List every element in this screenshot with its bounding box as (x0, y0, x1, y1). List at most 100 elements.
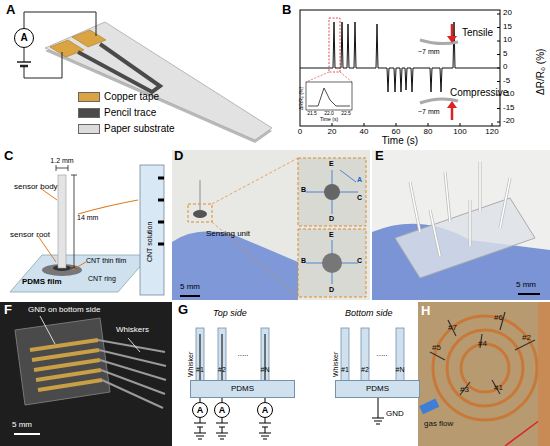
pencil-trace (78, 44, 160, 92)
photo-sensing-unit (180, 295, 200, 297)
photo-sensing-unit (172, 150, 370, 300)
whisker-bars (341, 328, 349, 381)
photo-gas-setup (418, 302, 550, 446)
sensor-schematic (140, 165, 164, 295)
paper-strip (45, 22, 272, 143)
pdms-substrate: PDMS (335, 380, 420, 398)
figure-label: Bottom side (345, 309, 393, 318)
bending-cartoon (451, 24, 454, 38)
paper-strip (45, 22, 272, 140)
figure-label: ~7 mm (418, 48, 440, 55)
photo-whisker-board (15, 318, 110, 405)
plot-axes (300, 10, 500, 126)
sensor-schematic (78, 200, 138, 214)
figure-label: A (6, 3, 15, 16)
ammeter-symbol: A (192, 402, 208, 418)
legend-swatch (78, 92, 100, 102)
figure-label: GND on bottom side (28, 306, 100, 314)
sensor-schematic (10, 165, 164, 295)
figure-label: Whiskers (116, 326, 149, 334)
figure-label: E (329, 160, 334, 167)
figure-label: 14 mm (77, 214, 98, 221)
figure-label: 21.5 (307, 111, 317, 116)
signal-trace (300, 18, 500, 92)
figure-label: C (357, 257, 362, 264)
photo-sensing-unit (298, 158, 366, 226)
legend-text: Copper tape (104, 92, 159, 102)
photo-sensing-unit (199, 180, 201, 212)
figure-label: #N (396, 366, 405, 373)
figure-label: CNT ring (88, 275, 116, 282)
circuit-wire (372, 398, 384, 424)
signal-trace (340, 72, 352, 82)
figure-label: E (375, 149, 384, 162)
figure-label: Time (s) (320, 117, 338, 122)
circuit-wire (216, 418, 228, 439)
circuit-wire (194, 418, 206, 439)
figure-label: 10 (503, 36, 512, 44)
figure-label: #3 (460, 386, 469, 394)
figure-label: 22.0 (324, 111, 334, 116)
figure-label: Whisker (187, 352, 194, 377)
photo-gas-setup (433, 316, 537, 420)
figure-label: -20 (503, 117, 515, 125)
figure-label: -5 (503, 77, 510, 85)
figure-label: #2 (361, 366, 369, 373)
photo-array (410, 162, 510, 256)
whisker-bars (361, 328, 369, 381)
bending-cartoon (447, 101, 457, 108)
ammeter-symbol: A (214, 402, 230, 418)
figure-label: gas flow (424, 420, 453, 428)
photo-whisker-board (14, 433, 40, 435)
photo-sensing-unit (212, 158, 298, 204)
figure-label: ..... (237, 350, 248, 358)
bending-cartoon (420, 24, 458, 120)
sensor-schematic (58, 175, 66, 268)
legend-text: Pencil trace (104, 108, 156, 118)
figure-label: 1.2 mm (50, 157, 73, 164)
figure-label: ΔR/R₀ (%) (536, 49, 546, 95)
ammeter-symbol: A (14, 28, 34, 48)
photo-array (518, 293, 540, 295)
figure-label: 80 (424, 128, 433, 136)
photo-array (410, 162, 510, 256)
pencil-trace (78, 44, 160, 92)
figure-label: B (282, 3, 291, 16)
figure-label: E (329, 231, 334, 238)
photo-whisker-board (40, 316, 55, 344)
figure-label: 60 (392, 128, 401, 136)
inset-plot (308, 88, 350, 106)
figure-label: 0 (298, 128, 302, 136)
figure-label: Sensing unit (206, 230, 250, 238)
whisker-bars (396, 328, 404, 381)
figure-label: #1 (494, 384, 503, 392)
figure-label: #2 (218, 366, 226, 373)
ammeter-symbol: A (257, 402, 273, 418)
figure-label: ..... (376, 350, 387, 358)
figure-label: -10 (503, 90, 515, 98)
figure-label: Tensile (462, 28, 493, 38)
figure-label: 20 (328, 128, 337, 136)
photo-sensing-unit (193, 210, 207, 218)
circuit-wire (24, 52, 62, 78)
signal-trace (300, 22, 500, 92)
figure-label: C (4, 149, 13, 162)
figure-label: 5 mm (516, 281, 536, 289)
photo-sensing-unit (306, 240, 358, 284)
figure-label: #6 (494, 314, 503, 322)
figure-label: D (329, 215, 334, 222)
figure-label: B (301, 186, 306, 193)
legend-swatch (78, 124, 100, 134)
legend-swatch (78, 108, 100, 118)
figure-label: 0 (503, 63, 507, 71)
node-text: A (197, 406, 204, 415)
figure-label: F (4, 303, 12, 316)
photo-sensing-unit (306, 170, 358, 214)
figure-label: 5 (503, 50, 507, 58)
figure-label: #4 (478, 340, 487, 348)
figure-label: 100 (453, 128, 466, 136)
figure-label: D (329, 286, 334, 293)
figure-label: CNT solution (146, 222, 153, 262)
figure-label: G (178, 303, 188, 316)
